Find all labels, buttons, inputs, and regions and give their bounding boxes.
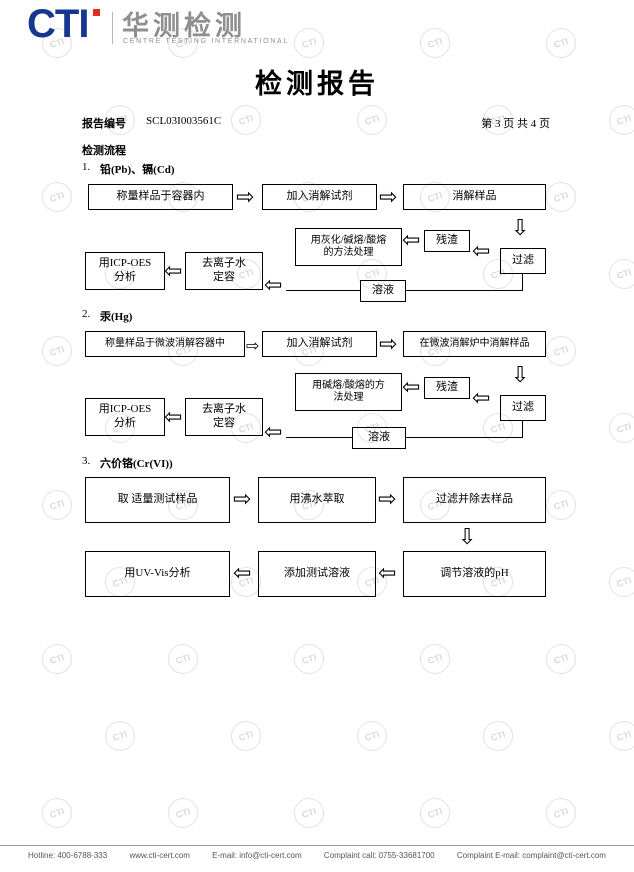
arrow-right-icon: ⇨ (379, 332, 398, 357)
arrow-left-icon: ⇦ (472, 386, 491, 411)
brand-name-english: CENTRE TESTING INTERNATIONAL (123, 38, 289, 45)
footer-item: Complaint call: 0755-33681700 (323, 851, 435, 860)
flow1-number: 1. (82, 161, 91, 173)
arrow-left-icon: ⇦ (164, 405, 183, 430)
flow3-analyze-box: 用UV-Vis分析 (85, 551, 230, 597)
arrow-right-icon: ⇨ (246, 336, 260, 355)
header-divider (112, 12, 113, 44)
flow1-dilute-box: 去离子水 定容 (185, 252, 263, 290)
flow1-treat-box: 用灰化/碱熔/酸熔 的方法处理 (295, 228, 402, 266)
flow2-filter-box: 过滤 (500, 395, 546, 421)
page-count: 第 3 页 共 4 页 (481, 118, 550, 130)
connector-line (286, 290, 360, 291)
connector-line (522, 274, 523, 291)
report-number-label: 报告编号 (82, 118, 126, 130)
flow1-analyze-box: 用ICP-OES 分析 (85, 252, 165, 290)
page-title: 检测报告 (255, 69, 379, 99)
footer-item: www.cti-cert.com (129, 851, 190, 860)
flow1-digest-box: 消解样品 (403, 184, 546, 210)
footer-divider (0, 845, 634, 846)
arrow-right-icon: ⇨ (378, 487, 397, 512)
flow2-treat-box: 用碱熔/酸熔的方 法处理 (295, 373, 402, 411)
footer-info: Hotline: 400-6788-333 www.cti-cert.com E-m… (28, 851, 606, 860)
flow3-take-box: 取 适量测试样品 (85, 477, 230, 523)
flow1-solution-box: 溶液 (360, 280, 406, 302)
connector-line (522, 421, 523, 438)
arrow-right-icon: ⇨ (233, 487, 252, 512)
arrow-left-icon: ⇦ (164, 259, 183, 284)
flow3-extract-box: 用沸水萃取 (258, 477, 376, 523)
flow3-add-test-box: 添加测试溶液 (258, 551, 376, 597)
flow2-weigh-box: 称量样品于微波消解容器中 (85, 331, 245, 357)
arrow-down-icon: ⇩ (511, 216, 530, 241)
arrow-left-icon: ⇦ (402, 228, 421, 253)
brand-name-chinese: 华测检测 (122, 11, 246, 41)
arrow-left-icon: ⇦ (264, 273, 283, 298)
flow2-number: 2. (82, 308, 91, 320)
connector-line (406, 290, 523, 291)
arrow-left-icon: ⇦ (402, 375, 421, 400)
footer-item: E-mail: info@cti-cert.com (212, 851, 302, 860)
report-number-value: SCL03I003561C (146, 115, 222, 127)
cti-logo: CTI (27, 2, 89, 46)
flow2-reagent-box: 加入消解试剂 (262, 331, 377, 357)
arrow-left-icon: ⇦ (472, 239, 491, 264)
footer-item: Hotline: 400-6788-333 (28, 851, 108, 860)
flow2-solution-box: 溶液 (352, 427, 406, 449)
flow1-filter-box: 过滤 (500, 248, 546, 274)
arrow-down-icon: ⇩ (511, 363, 530, 388)
flow2-analyze-box: 用ICP-OES 分析 (85, 398, 165, 436)
section-title: 检测流程 (82, 145, 126, 157)
footer-item: Complaint E-mail: complaint@cti-cert.com (456, 851, 606, 860)
flow1-reagent-box: 加入消解试剂 (262, 184, 377, 210)
arrow-down-icon: ⇩ (458, 525, 477, 550)
flow1-title: 铅(Pb)、镉(Cd) (100, 164, 175, 176)
flow3-adjust-ph-box: 调节溶液的pH (403, 551, 546, 597)
arrow-left-icon: ⇦ (378, 561, 397, 586)
flow1-weigh-box: 称量样品于容器内 (88, 184, 233, 210)
connector-line (286, 437, 352, 438)
flow2-dilute-box: 去离子水 定容 (185, 398, 263, 436)
flow3-title: 六价铬(Cr(VI)) (100, 458, 173, 470)
flow2-title: 汞(Hg) (100, 311, 133, 323)
flow1-residue-box: 残渣 (424, 230, 470, 252)
arrow-right-icon: ⇨ (379, 185, 398, 210)
logo-red-dot-icon (93, 9, 100, 16)
flow3-filter-remove-box: 过滤并除去样品 (403, 477, 546, 523)
flow2-residue-box: 残渣 (424, 377, 470, 399)
arrow-right-icon: ⇨ (236, 185, 255, 210)
arrow-left-icon: ⇦ (264, 420, 283, 445)
arrow-left-icon: ⇦ (233, 561, 252, 586)
flow2-digest-box: 在微波消解炉中消解样品 (403, 331, 546, 357)
flow3-number: 3. (82, 455, 91, 467)
connector-line (406, 437, 523, 438)
